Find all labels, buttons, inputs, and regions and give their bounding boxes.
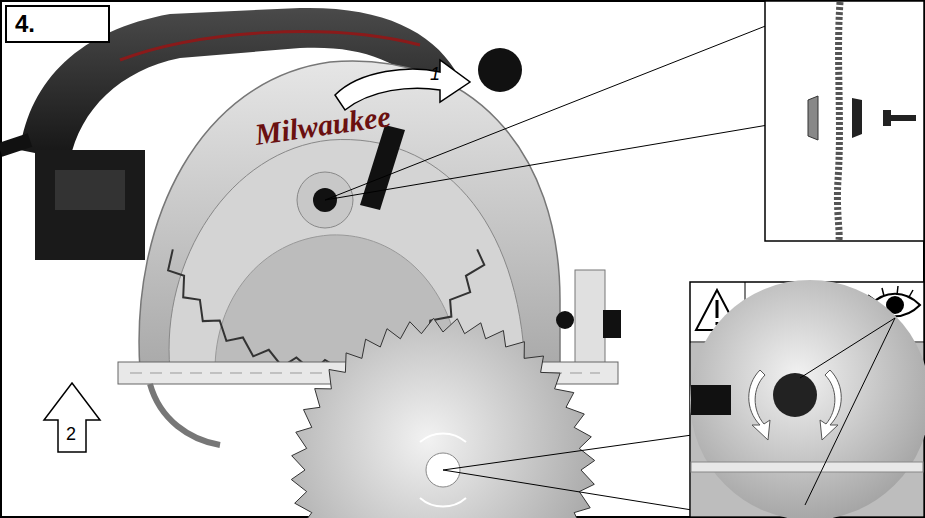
bevel-clamp: [603, 310, 621, 338]
sight-line: [805, 318, 895, 505]
rotation-mark: [820, 370, 841, 440]
guard-lever: [360, 125, 405, 210]
blade-body: [291, 318, 594, 518]
inner-flange: [808, 96, 818, 140]
bolt-shank: [890, 115, 916, 121]
retract-guard: [150, 384, 220, 445]
upper-guard: [139, 61, 560, 370]
bolt-head: [883, 110, 891, 126]
front-knob: [478, 48, 522, 92]
rotation-mark: [749, 370, 770, 440]
detail-inset: [765, 1, 924, 241]
leader-line: [325, 125, 768, 200]
blade-mark: [420, 433, 466, 442]
inset-base: [691, 462, 923, 472]
power-cord: [0, 140, 30, 150]
inset-blade: [690, 280, 925, 518]
leader-line: [325, 25, 768, 200]
eye-lashes: [868, 286, 913, 300]
callout-number: 1: [430, 64, 440, 85]
insert-arrow: [44, 383, 100, 452]
rotation-arrow: [335, 60, 470, 110]
inset-hub: [773, 373, 817, 417]
outer-flange: [852, 98, 862, 138]
inset-handle: [691, 385, 731, 415]
motor-vent: [55, 170, 125, 210]
warning-mark: [716, 300, 719, 318]
saw-blade: [291, 318, 594, 518]
leader-line: [443, 435, 692, 470]
motor-housing: [35, 150, 145, 260]
callout-number: 2: [66, 424, 76, 445]
handle-trim: [120, 32, 420, 60]
figure-number-box: 4.: [5, 5, 110, 43]
figure-number: 4.: [15, 10, 35, 38]
leader-line: [443, 470, 692, 510]
bevel-bracket: [575, 270, 605, 370]
blade-mark: [420, 498, 466, 507]
blade-edge-view: [837, 2, 840, 240]
bevel-knob: [556, 311, 574, 329]
